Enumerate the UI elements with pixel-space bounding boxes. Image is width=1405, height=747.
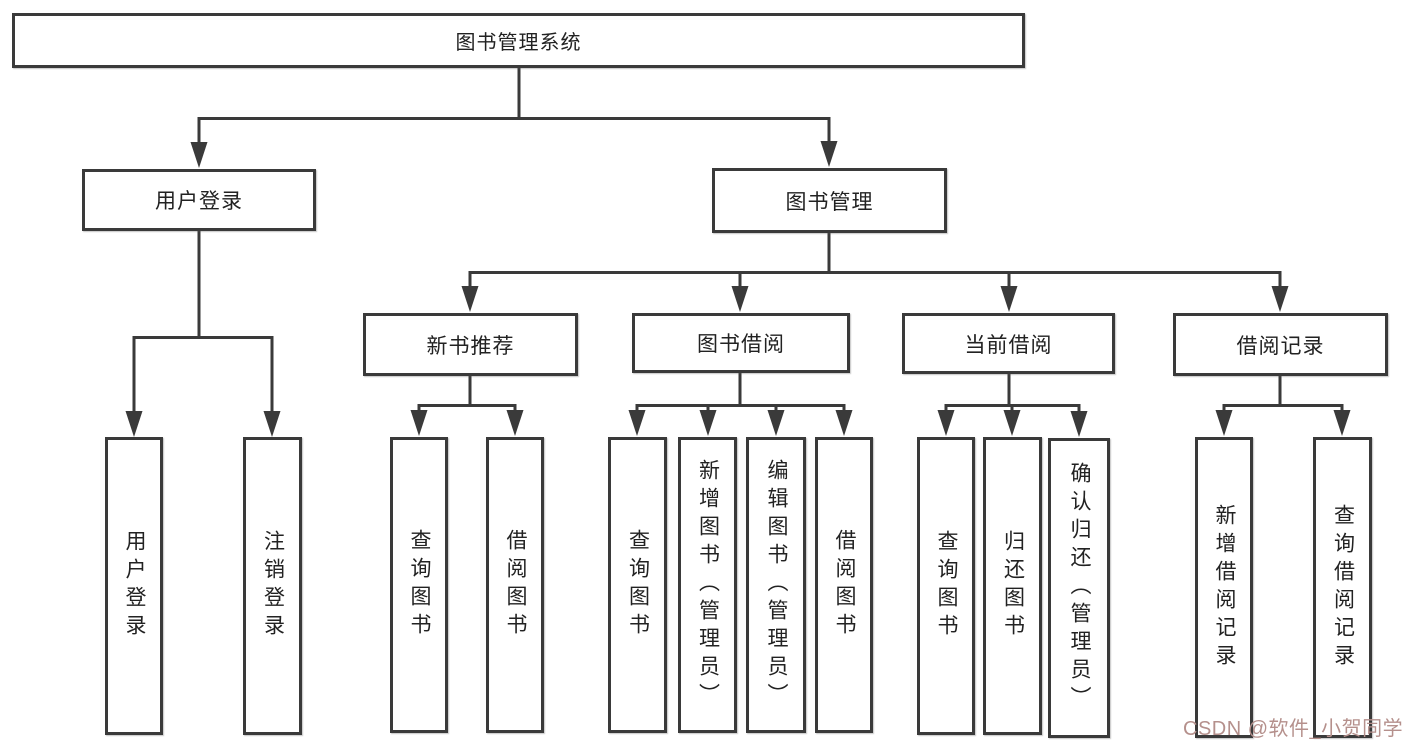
node-user-login: 用户登录 [82,169,316,231]
node-leaf-add-books-admin: 新增图书（管理员） [678,437,737,733]
node-leaf-query-books-recommend: 查询图书 [390,437,448,733]
leaf-label: 确认归还（管理员） [1068,462,1092,714]
node-borrowing-records: 借阅记录 [1173,313,1388,376]
node-leaf-user-login: 用户登录 [105,437,163,735]
leaf-label: 用户登录 [123,530,147,642]
node-leaf-borrow-books: 借阅图书 [815,437,873,733]
leaf-label: 新增图书（管理员） [696,459,720,711]
node-leaf-query-books-borrow: 查询图书 [608,437,667,733]
leaf-label: 编辑图书（管理员） [765,459,789,711]
leaf-label: 借阅图书 [833,529,857,641]
node-current-borrowing: 当前借阅 [902,313,1115,374]
leaf-label: 查询图书 [626,529,650,641]
node-leaf-logout: 注销登录 [243,437,302,735]
node-book-management: 图书管理 [712,168,947,233]
leaf-label: 新增借阅记录 [1213,503,1237,672]
leaf-label: 查询图书 [935,530,959,642]
node-leaf-query-books-current: 查询图书 [917,437,975,735]
arrowhead-icons [125,141,1351,437]
leaf-label: 查询借阅记录 [1331,503,1355,672]
node-book-borrowing: 图书借阅 [632,313,850,373]
leaf-label: 查询图书 [408,529,432,641]
node-leaf-borrow-books-recommend: 借阅图书 [486,437,544,733]
node-leaf-add-borrow-record: 新增借阅记录 [1195,437,1253,738]
node-leaf-edit-books-admin: 编辑图书（管理员） [746,437,806,733]
watermark-text: CSDN @软件_小贺同学 [1183,718,1404,740]
leaf-label: 借阅图书 [504,529,528,641]
leaf-label: 注销登录 [261,530,285,642]
leaf-label: 归还图书 [1001,530,1025,642]
node-root-system: 图书管理系统 [12,13,1025,68]
node-leaf-query-borrow-record: 查询借阅记录 [1313,437,1372,738]
node-leaf-confirm-return-admin: 确认归还（管理员） [1048,438,1110,738]
node-new-book-recommend: 新书推荐 [363,313,578,376]
node-leaf-return-books: 归还图书 [983,437,1042,735]
